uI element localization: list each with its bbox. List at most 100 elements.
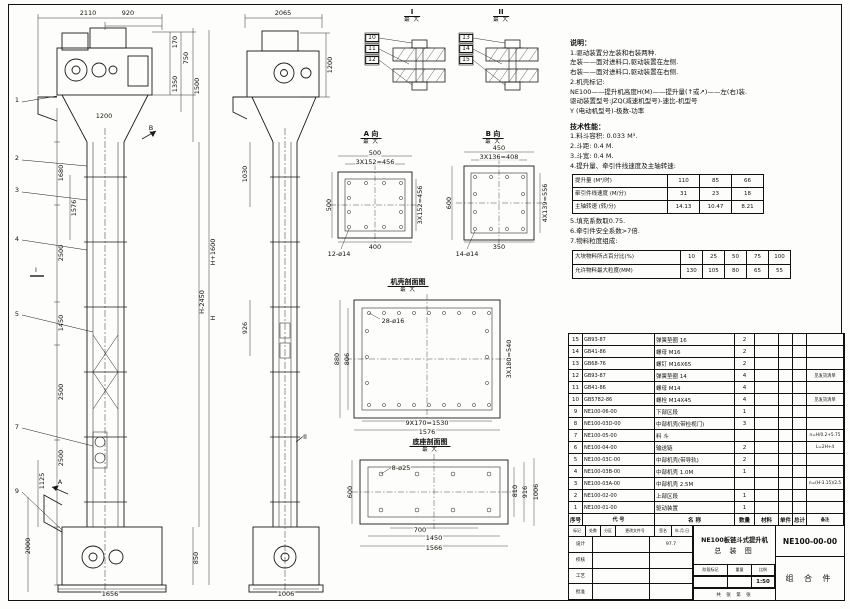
rev-header-cell: 签名 [655,526,672,536]
signature-cell [650,568,693,585]
bom-cell: NE100-02-00 [583,490,655,502]
drawing-number: NE100-00-00 [776,526,844,557]
title-block-middle: NE100板链斗式提升机 总 装 图 阶段标记重量比例 1:50 共 张 第 张 [694,526,776,600]
bom-cell: n=(H-3.15)/2.5 [807,478,844,490]
stage-header-row: 阶段标记重量比例 [694,565,775,577]
bom-cell [779,454,793,466]
bom-cell: 见发货清单 [807,394,844,406]
bom-cell [793,418,807,430]
bom-cell [755,334,779,346]
bom-cell [755,478,779,490]
bom-cell [779,358,793,370]
bom-cell: 2 [735,454,755,466]
bom-cell: 2 [735,442,755,454]
bom-cell: 中部机壳(带检视门) [655,418,735,430]
bom-cell [779,394,793,406]
bom-cell: 1 [735,502,755,514]
stage-header-cell: 重量 [728,565,752,576]
bom-cell [755,370,779,382]
signature-cell [650,552,693,569]
bom-cell [793,466,807,478]
bom-cell: 中部机壳 2.5M [655,478,735,490]
tech-item: 6.牵引件安全系数>7倍. [570,227,640,235]
bom-cell: 4 [735,394,755,406]
note-line: 驱动装置型号:JZQ(减速机型号)-速比-机型号 [570,97,698,106]
note-line: NE100——提升机高度H(M)——提升量(↑或↗)——左(右)装. [570,87,748,96]
bom-cell [793,430,807,442]
bom-cell: 2 [735,358,755,370]
table-cell: 55 [769,264,791,279]
bom-cell [807,466,844,478]
rev-header-cell: 更改文件号 [616,526,655,536]
bom-cell: 螺栓 M14X45 [655,394,735,406]
table-cell: 14.13 [668,201,700,215]
side-elevation-view [232,30,324,596]
bom-cell: NE100-03A-00 [583,478,655,490]
bom-cell [779,466,793,478]
bom-cell [793,454,807,466]
bom-cell: NE100-04-00 [583,442,655,454]
bom-cell [779,370,793,382]
bom-cell: 弹簧垫圈 16 [655,334,735,346]
bom-cell: NE100-06-00 [583,406,655,418]
signature-cell [593,537,650,553]
bom-cell [793,358,807,370]
bom-cell [793,346,807,358]
bom-cell: NE100-03C-00 [583,454,655,466]
bom-cell [779,502,793,514]
bom-cell [793,334,807,346]
bom-cell [779,442,793,454]
bom-cell: GB93-87 [583,334,655,346]
bom-cell: 3 [569,478,583,490]
tech-title: 技术性能： [570,122,605,131]
bom-cell: 12 [569,370,583,382]
stage-value-cell [694,577,728,588]
bom-cell: 螺母 M16 [655,346,735,358]
note-line: 右装——面对进料口,驱动装置在右侧. [570,68,679,76]
bom-cell: 9 [569,406,583,418]
stage-value-cell [728,577,752,588]
bom-cell: 1 [735,490,755,502]
bom-cell [755,346,779,358]
bom-cell [755,466,779,478]
right-panel: 说明： 1.驱动装置分左装和右装两种.左装——面对进料口,驱动装置在左侧.右装—… [570,38,844,282]
bom-cell [779,478,793,490]
bom-cell: GB5782-86 [583,394,655,406]
bom-cell [793,502,807,514]
bom-cell: 螺钉 M16X65 [655,358,735,370]
front-view-dimension-lines [21,14,210,592]
tech-item: 2.斗距: 0.4 M. [570,142,614,150]
drawing-title: 总 装 图 [714,546,755,555]
bom-cell: 上部区段 [655,490,735,502]
stage-value-row: 1:50 [694,577,775,589]
bom-cell [755,454,779,466]
table-cell: 31 [668,188,700,202]
bom-cell [807,346,844,358]
bom-cell: 1 [569,502,583,514]
bom-cell: 1 [735,466,755,478]
signature-cell [593,552,650,569]
front-elevation-view [37,27,167,596]
title-block-right: NE100-00-00 组 合 件 [776,526,844,600]
table-cell: 23 [700,188,732,202]
bom-cell: 弹簧垫圈 14 [655,370,735,382]
bom-cell [779,418,793,430]
table-cell: 66 [732,175,764,189]
bom-cell: 4 [569,466,583,478]
part-category: 组 合 件 [785,574,835,583]
bom-cell: 13 [569,358,583,370]
bom-cell [807,358,844,370]
notes-block: 1.驱动装置分左装和右装两种.左装——面对进料口,驱动装置在左侧.右装——面对进… [570,49,844,117]
bom-cell: 1 [735,406,755,418]
stage-header-cell: 阶段标记 [694,565,728,576]
bom-cell: 螺母 M14 [655,382,735,394]
table-cell: 提升量 (M³/时) [573,175,668,189]
note-line: 左装——面对进料口,驱动装置在左侧. [570,58,679,67]
bom-cell: 11 [569,382,583,394]
bom-cell: 料 斗 [655,430,735,442]
note-line: Y (电动机型号)-极数-功率 [570,107,645,115]
bom-cell [793,382,807,394]
